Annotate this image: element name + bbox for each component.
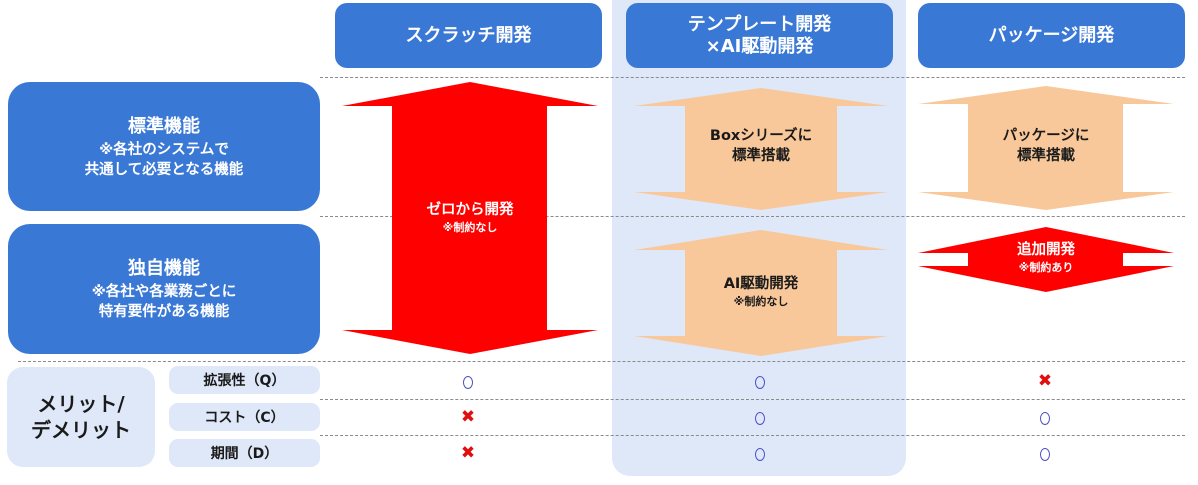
arrow-sub-text: ※制約なし (442, 221, 498, 234)
column-header-label: スクラッチ開発 (405, 24, 532, 46)
row-note: 特有要件がある機能 (98, 304, 230, 320)
divider-merits (18, 361, 1185, 362)
criterion-cost: コスト（C） (169, 403, 320, 431)
divider-middle (320, 216, 1185, 217)
divider-row-c (320, 435, 1185, 436)
criterion-label: コスト（C） (204, 410, 285, 426)
double-arrow-icon (634, 88, 888, 210)
circle-icon (745, 367, 775, 397)
arrow-template-ai-development: AI駆動開発 ※制約なし (634, 230, 888, 356)
cross-icon: ✖ (460, 406, 476, 427)
arrow-main-text: 追加開発 (1017, 242, 1075, 258)
circle-icon (453, 367, 483, 397)
arrow-sub-text: ※制約なし (733, 295, 789, 308)
row-note: 共通して必要となる機能 (84, 161, 244, 178)
circle-icon (1030, 439, 1060, 469)
arrow-template-standard: Boxシリーズに 標準搭載 (634, 88, 888, 210)
divider-top (320, 77, 1185, 78)
arrow-main-text: パッケージに (1002, 128, 1090, 144)
circle-icon (1030, 403, 1060, 433)
merits-label: メリット/ デメリット (7, 367, 155, 467)
row-label-unique-features: 独自機能 ※各社や各業務ごとに 特有要件がある機能 (8, 224, 320, 354)
double-arrow-icon (918, 227, 1174, 292)
criterion-label: 拡張性（Q） (203, 373, 286, 389)
double-arrow-icon (342, 82, 598, 354)
column-header-label: パッケージ開発 (988, 24, 1115, 46)
double-arrow-icon (634, 230, 888, 356)
merits-label-line: デメリット (31, 418, 131, 442)
row-note: ※各社のシステムで (99, 141, 229, 158)
circle-icon (745, 439, 775, 469)
row-label-standard-features: 標準機能 ※各社のシステムで 共通して必要となる機能 (8, 82, 320, 211)
divider-row-q (320, 399, 1185, 400)
double-arrow-icon (918, 86, 1174, 210)
circle-icon (745, 403, 775, 433)
arrow-main-text: AI駆動開発 (723, 276, 799, 292)
column-header-label: ×AI駆動開発 (705, 35, 814, 57)
column-header-package: パッケージ開発 (918, 3, 1185, 68)
row-note: ※各社や各業務ごとに (91, 284, 237, 300)
arrow-scratch-from-zero: ゼロから開発 ※制約なし (342, 82, 598, 354)
merits-label-line: メリット/ (37, 392, 125, 416)
criterion-extensibility: 拡張性（Q） (169, 366, 320, 394)
arrow-package-additional-dev: 追加開発 ※制約あり (918, 227, 1174, 292)
row-title: 独自機能 (128, 258, 200, 279)
arrow-main-text: 標準搭載 (732, 148, 790, 164)
cross-icon: ✖ (1037, 370, 1053, 391)
column-header-label: テンプレート開発 (687, 13, 832, 35)
arrow-main-text: ゼロから開発 (426, 202, 514, 218)
criterion-duration: 期間（D） (169, 439, 320, 467)
arrow-main-text: Boxシリーズに (709, 128, 813, 144)
cross-icon: ✖ (460, 442, 476, 463)
arrow-sub-text: ※制約あり (1018, 261, 1074, 274)
arrow-package-standard: パッケージに 標準搭載 (918, 86, 1174, 210)
column-header-scratch: スクラッチ開発 (335, 3, 602, 68)
column-header-template-ai: テンプレート開発 ×AI駆動開発 (626, 3, 893, 68)
criterion-label: 期間（D） (210, 446, 279, 462)
row-title: 標準機能 (128, 115, 200, 137)
arrow-main-text: 標準搭載 (1017, 148, 1075, 164)
